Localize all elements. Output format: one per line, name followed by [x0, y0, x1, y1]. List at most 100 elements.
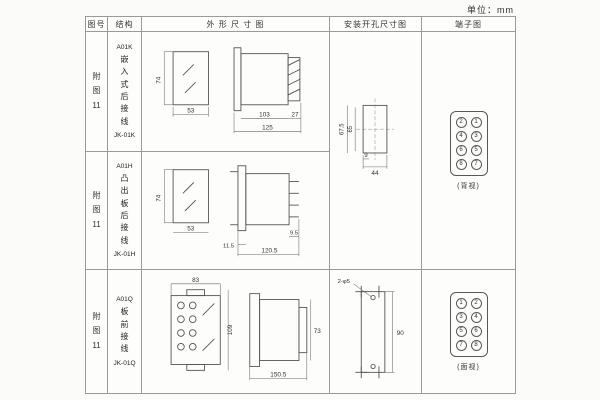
dim-label: 44 — [371, 169, 379, 176]
dim-body: 103 — [240, 111, 288, 119]
table-row: 附图11 A01K 嵌入式后接线 JK-01K 74 — [85, 31, 516, 270]
terminal-pin: 1 — [470, 116, 482, 128]
dim-overall: 150.5 — [249, 352, 307, 380]
spec-table: 图号 结构 外 形 尺 寸 图 安装开孔尺寸图 端子图 附图11 A01K 嵌入… — [85, 16, 516, 394]
outline-cell-a01q: 83 109 73 — [141, 269, 330, 394]
terminal-pin: 6 — [455, 144, 467, 156]
terminal-caption: (背视) — [457, 182, 480, 190]
dim-label: 120.5 — [261, 247, 277, 254]
dim-overall: 125 — [233, 102, 301, 133]
side-view — [233, 46, 300, 111]
front-view — [172, 50, 209, 105]
model-code: JK-01K — [113, 132, 136, 140]
terminal-pin: 1 — [455, 297, 467, 309]
terminal-cell-front: 1 2 3 4 5 6 7 8 (面视) — [421, 269, 516, 394]
fig-cell-a01h: 附图11 — [85, 151, 108, 270]
dim-label: 65 — [348, 125, 354, 132]
terminal-pin: 4 — [455, 130, 467, 142]
front-view — [170, 288, 221, 371]
structure-desc: 凸出板后接线 — [120, 173, 129, 245]
outline-drawing-a01k: 74 53 — [155, 46, 301, 133]
terminal-pin: 6 — [470, 325, 482, 337]
mounting-cell-a01k-a01h: 67.5 65 9 44 — [329, 31, 422, 270]
fig-label: 附图11 — [92, 311, 101, 350]
dim-pin-length: 9.5 — [288, 230, 299, 237]
fig-label: 附图11 — [92, 190, 101, 229]
panel-rect — [360, 290, 385, 373]
terminal-pin: 7 — [470, 158, 482, 170]
dim-label: 90 — [396, 329, 404, 336]
mounting-cell-a01q: 2-φ5 90 — [329, 269, 422, 394]
col-header-outline: 外 形 尺 寸 图 — [141, 16, 330, 32]
dim-label: 125 — [262, 124, 273, 131]
dim-label: 150.5 — [270, 371, 286, 378]
model-label: A01K — [116, 43, 133, 51]
centerlines — [355, 97, 394, 160]
dim-cutout-width: 44 — [362, 154, 387, 176]
side-view — [229, 164, 299, 231]
terminal-cell-back: 2 1 4 3 6 5 8 7 (背视) — [421, 31, 516, 270]
terminal-pin: 7 — [455, 339, 467, 351]
mounting-drawing-a01k-a01h: 67.5 65 9 44 — [339, 97, 394, 176]
terminal-pin: 5 — [455, 325, 467, 337]
dim-label: 73 — [313, 327, 321, 334]
terminal-diagram-front: 1 2 3 4 5 6 7 8 (面视) — [422, 291, 515, 372]
holes-callout: 2-φ5 — [337, 278, 371, 297]
fig-cell-a01q: 附图11 — [85, 269, 108, 394]
col-header-structure: 结构 — [107, 16, 142, 32]
dim-label: 2-φ5 — [337, 278, 350, 284]
dim-width: 53 — [172, 225, 208, 233]
dim-label: 109 — [227, 324, 234, 335]
fig-cell-a01k: 附图11 — [85, 31, 108, 152]
dim-height: 74 — [155, 168, 173, 223]
dim-overall: 120.5 — [237, 218, 299, 256]
structure-desc: 板前接线 — [120, 307, 129, 354]
dim-offset: 9 — [362, 152, 369, 159]
model-label: A01Q — [116, 296, 133, 304]
terminal-pin: 8 — [455, 158, 467, 170]
outline-cell-a01k: 74 53 — [141, 31, 330, 152]
terminal-pin: 8 — [470, 339, 482, 351]
outline-drawing-a01h: 74 53 9.5 — [155, 164, 299, 256]
terminal-pin: 4 — [470, 311, 482, 323]
terminal-caption: (面视) — [457, 363, 480, 371]
side-view — [248, 292, 307, 367]
unit-label: 单位：mm — [467, 5, 514, 15]
front-view — [172, 168, 209, 223]
terminal-pin: 5 — [470, 144, 482, 156]
dim-cutout-height: 67.5 — [339, 104, 348, 153]
dim-label: 53 — [187, 107, 195, 114]
dim-height: 74 — [155, 50, 173, 105]
dim-label: 83 — [192, 276, 200, 283]
dim-label: 11.5 — [223, 243, 235, 249]
terminal-pin: 3 — [470, 130, 482, 142]
dim-label: 74 — [155, 194, 162, 202]
dim-label: 53 — [187, 225, 195, 232]
col-header-terminal: 端子图 — [421, 16, 516, 32]
dim-width: 53 — [172, 106, 209, 117]
corner-marks — [354, 285, 379, 378]
structure-desc: 嵌入式后接线 — [120, 54, 129, 126]
dim-height: 90 — [384, 290, 404, 373]
col-header-fig: 图号 — [85, 16, 108, 32]
terminal-block: 2 1 4 3 6 5 8 7 — [449, 110, 488, 176]
header-row: 图号 结构 外 形 尺 寸 图 安装开孔尺寸图 端子图 — [85, 16, 516, 32]
structure-cell-a01h: A01H 凸出板后接线 JK-01H — [107, 151, 142, 270]
terminal-pin: 3 — [455, 311, 467, 323]
model-code: JK-01H — [113, 251, 136, 259]
dim-label: 27 — [291, 111, 299, 118]
dim-height-right: 109 — [227, 289, 234, 370]
dim-width-top: 83 — [170, 276, 221, 296]
terminal-pin: 2 — [470, 297, 482, 309]
dim-label: 67.5 — [339, 122, 345, 134]
dim-label: 9 — [364, 152, 368, 158]
dim-label: 74 — [155, 76, 162, 84]
terminal-pin: 2 — [455, 116, 467, 128]
terminal-diagram-back: 2 1 4 3 6 5 8 7 (背视) — [422, 110, 515, 191]
dim-depth: 73 — [309, 299, 321, 361]
mounting-drawing-a01q: 2-φ5 90 — [337, 278, 404, 378]
dim-flange: 11.5 — [223, 243, 246, 249]
outline-drawing-a01q: 83 109 73 — [170, 276, 321, 380]
terminal-block: 1 2 3 4 5 6 7 8 — [449, 291, 488, 357]
table-row: 附图11 A01Q 板前接线 JK-01Q — [85, 269, 516, 394]
